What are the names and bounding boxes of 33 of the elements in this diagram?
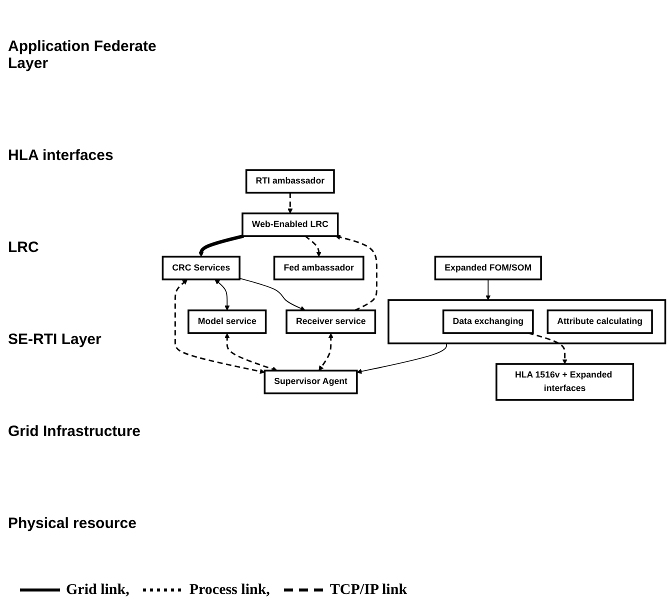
arrow: [239, 278, 306, 311]
layer-label: SE-RTI Layer: [8, 331, 102, 348]
node-box: Receiver service: [286, 309, 376, 334]
node-box: Web-Enabled LRC: [242, 212, 339, 237]
arrow: [528, 332, 568, 364]
arrow: [335, 234, 378, 312]
layer-label: Grid Infrastructure: [8, 423, 142, 440]
layer-label: Physical resource: [8, 515, 138, 532]
node-box: Data exchanging: [442, 309, 534, 334]
arrow: [174, 279, 265, 374]
arrow: [318, 333, 334, 371]
arrow: [486, 278, 491, 300]
legend-label: TCP/IP link: [330, 582, 408, 598]
legend-label: Grid link,: [66, 582, 130, 598]
arrow: [288, 192, 293, 214]
cluster: [388, 299, 666, 344]
node-box: Expanded FOM/SOM: [434, 256, 542, 280]
arrow: [198, 234, 244, 257]
node-box: Supervisor Agent: [264, 370, 358, 394]
layer-label: Application Federate Layer: [8, 38, 158, 72]
node-box: Model service: [188, 309, 267, 334]
node-box: HLA 1516v + Expanded interfaces: [496, 363, 634, 401]
node-box: RTI ambassador: [245, 169, 335, 194]
legend-label: Process link,: [189, 582, 270, 598]
arrow: [214, 279, 230, 311]
arrow: [304, 235, 322, 257]
layer-label: HLA interfaces: [8, 146, 114, 164]
arrow: [224, 333, 278, 372]
node-box: CRC Services: [162, 256, 240, 280]
node-box: Fed ambassador: [273, 256, 364, 280]
arrow: [356, 342, 447, 374]
layer-label: LRC: [8, 238, 40, 256]
node-box: Attribute calculating: [546, 309, 653, 334]
